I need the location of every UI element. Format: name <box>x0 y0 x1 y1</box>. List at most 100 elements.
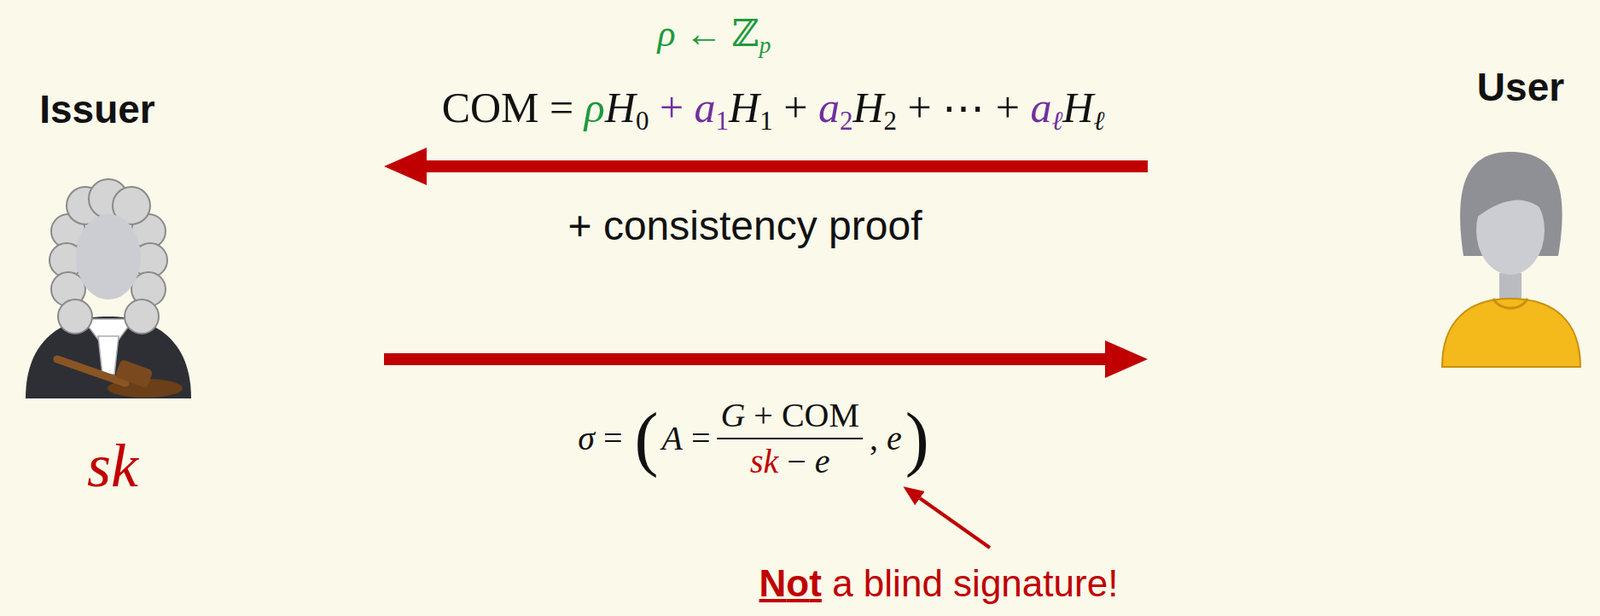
formula-part: σ = (A = <box>577 395 710 483</box>
glyph <box>878 418 887 457</box>
glyph: o <box>623 203 647 249</box>
fraction: G + COM sk − e <box>716 395 863 483</box>
glyph: s <box>698 203 720 249</box>
glyph: k <box>763 442 780 481</box>
glyph: H <box>1062 83 1094 132</box>
glyph: n <box>646 203 670 249</box>
glyph: ℓ <box>1093 105 1105 136</box>
glyph: ! <box>1107 562 1118 605</box>
glyph: = <box>549 83 574 132</box>
numerator-text: G + COM <box>720 395 860 437</box>
glyph <box>984 83 996 132</box>
flow-arrow <box>384 353 1106 366</box>
random-choice: ρ ← ℤp <box>657 11 772 59</box>
glyph: ⋯ <box>942 83 985 132</box>
glyph: o <box>865 203 889 249</box>
proof-note: + consistency proof <box>568 201 923 251</box>
glyph <box>683 83 695 132</box>
glyph: C <box>781 395 805 435</box>
fraction-bar <box>716 437 863 440</box>
glyph: 2 <box>839 105 854 136</box>
glyph: M <box>828 395 860 435</box>
glyph: = <box>603 418 623 457</box>
glyph: + <box>568 203 593 249</box>
glyph: ℤ <box>732 12 760 55</box>
glyph: A <box>661 418 682 457</box>
glyph: n <box>753 203 777 249</box>
glyph: g <box>980 562 1001 605</box>
glyph: o <box>887 203 911 249</box>
glyph <box>648 83 660 132</box>
glyph: M <box>500 83 539 132</box>
glyph: c <box>603 203 624 249</box>
glyph: a <box>1029 83 1052 132</box>
glyph: ) <box>905 398 930 478</box>
formula-part: , e) <box>869 395 933 483</box>
glyph: i <box>892 562 902 605</box>
glyph: e <box>1087 562 1108 605</box>
glyph: 0 <box>635 105 650 136</box>
glyph: r <box>1074 562 1088 605</box>
leader-line <box>919 498 990 548</box>
flow-arrow <box>426 160 1148 173</box>
secret-key: sk <box>87 429 139 503</box>
role-heading: Issuer <box>39 86 156 134</box>
glyph: G <box>720 395 745 435</box>
glyph <box>622 418 631 457</box>
glyph: e <box>886 418 902 457</box>
glyph: ℓ <box>1051 105 1063 136</box>
glyph: a <box>694 83 716 132</box>
glyph: = <box>691 418 711 457</box>
glyph: i <box>689 203 699 249</box>
glyph: t <box>1042 562 1054 605</box>
glyph <box>1019 83 1031 132</box>
glyph <box>931 83 943 132</box>
denominator: sk − e <box>746 441 834 483</box>
glyph: + <box>753 395 774 435</box>
glyph <box>744 395 754 435</box>
user-icon <box>1442 151 1581 367</box>
glyph <box>853 562 864 605</box>
glyph: l <box>884 562 893 605</box>
glyph: a <box>818 83 840 132</box>
glyph: u <box>1053 562 1075 605</box>
glyph: O <box>470 83 501 132</box>
glyph: + <box>659 83 684 132</box>
glyph: o <box>785 562 809 605</box>
glyph: 2 <box>884 105 898 136</box>
glyph: 1 <box>759 105 774 136</box>
glyph: f <box>910 203 922 249</box>
glyph <box>682 418 692 457</box>
glyph: b <box>863 562 885 605</box>
glyph: N <box>759 562 787 605</box>
glyph <box>573 83 585 132</box>
glyph: s <box>750 442 764 481</box>
glyph: + <box>907 83 932 132</box>
glyph: a <box>1022 562 1043 605</box>
glyph: p <box>759 32 772 59</box>
glyph: ← <box>685 12 723 55</box>
glyph: H <box>605 83 636 132</box>
glyph: H <box>728 83 760 132</box>
glyph: s <box>953 562 972 605</box>
commitment-formula: COM = ρH0 + a1H1 + a2H2 + ⋯ + aℓHℓ <box>442 81 1106 137</box>
glyph: d <box>921 562 943 605</box>
glyph: t <box>808 562 822 605</box>
glyph: e <box>730 203 754 249</box>
glyph <box>594 418 604 457</box>
glyph <box>722 12 733 55</box>
glyph: O <box>804 395 830 435</box>
glyph: i <box>971 562 981 605</box>
glyph: 1 <box>715 105 730 136</box>
glyph <box>675 12 686 55</box>
glyph: n <box>1000 562 1022 605</box>
glyph <box>539 83 551 132</box>
glyph: ( <box>634 398 658 478</box>
glyph: + <box>995 83 1020 132</box>
warning-note: Not a blind signature! <box>759 561 1119 607</box>
glyph <box>896 83 908 132</box>
judge-icon <box>25 179 192 399</box>
glyph <box>773 395 782 435</box>
glyph: − <box>786 442 807 481</box>
